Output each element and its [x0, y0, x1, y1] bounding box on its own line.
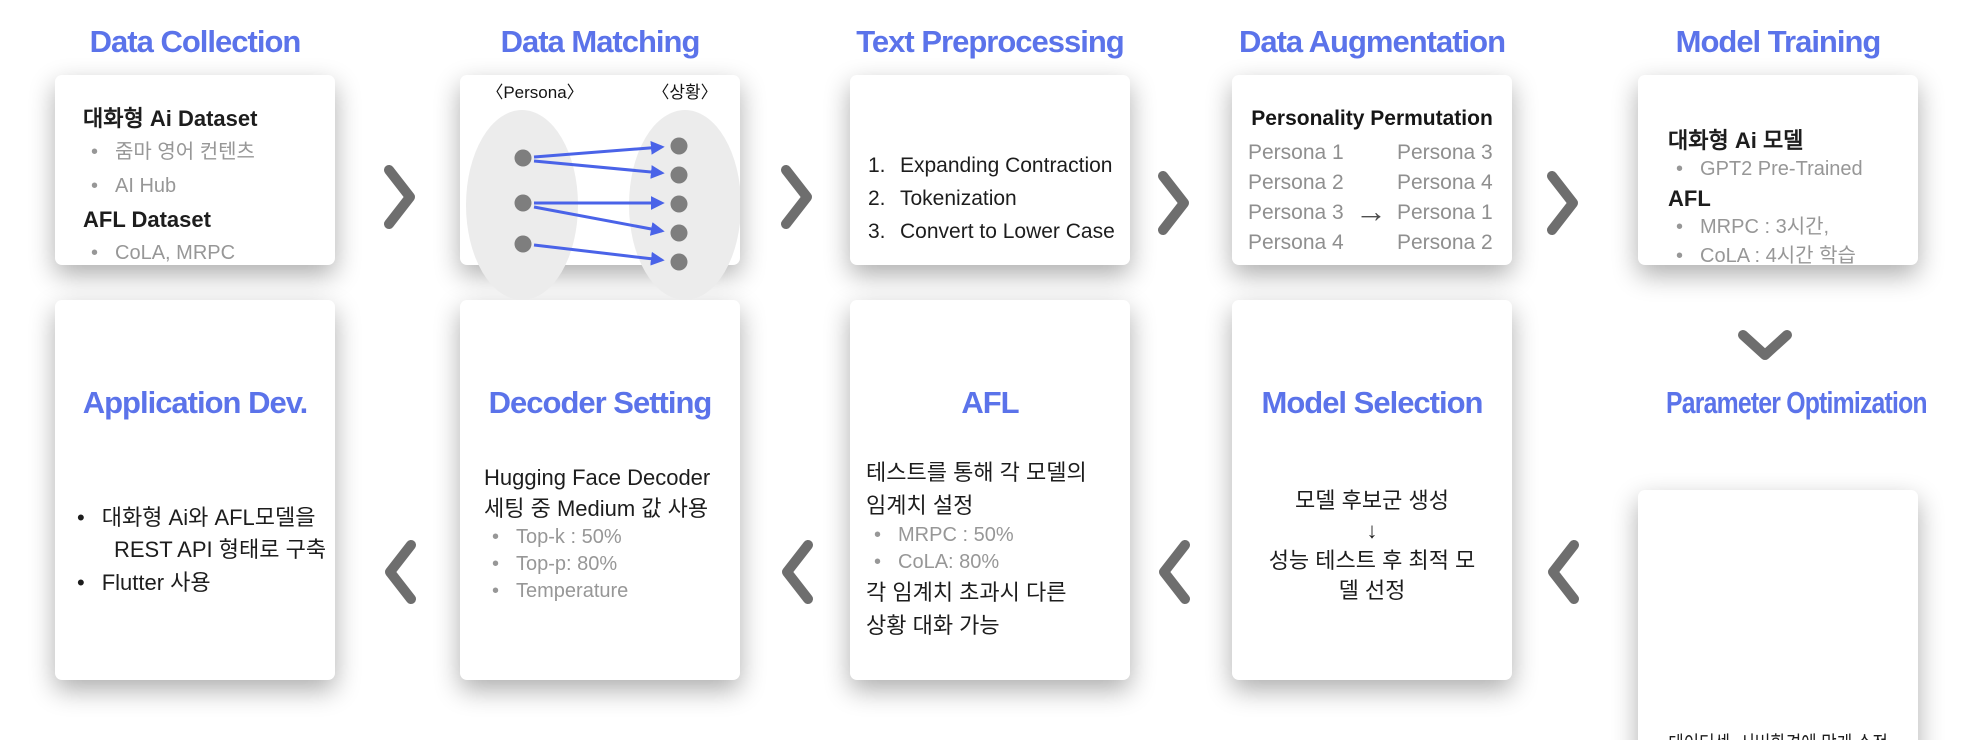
step-card-afl: 테스트를 통해 각 모델의 임계치 설정 MRPC : 50% CoLA: 80…: [850, 300, 1130, 680]
flow-chevron-left-icon: [782, 540, 813, 604]
appdev-bullet-continuation: REST API 형태로 구축: [114, 537, 327, 562]
step-title-model-selection: Model Selection: [1261, 385, 1484, 420]
model-bullet: GPT2 Pre-Trained: [1668, 155, 1912, 184]
afl-line: 임계치 설정: [866, 493, 974, 518]
model-bullet: CoLA : 4시간 학습: [1668, 242, 1912, 271]
step-title-text-preprocessing: Text Preprocessing: [856, 24, 1124, 59]
model-heading: 대화형 Ai 모델: [1668, 128, 1804, 153]
afl-line: 상황 대화 가능: [866, 613, 1000, 638]
step-card-model-selection: 모델 후보군 생성 ↓ 성능 테스트 후 최적 모 델 선정: [1232, 300, 1512, 680]
step-title-decoder-setting: Decoder Setting: [488, 385, 713, 420]
afl-bullet: MRPC : 50%: [866, 522, 1126, 549]
model-heading: AFL: [1668, 186, 1711, 211]
decoder-line: Hugging Face Decoder: [484, 465, 711, 490]
step-card-model-training: 대화형 Ai 모델 GPT2 Pre-Trained AFL MRPC : 3시…: [1638, 75, 1918, 267]
flow-chevron-right-icon: [1547, 171, 1578, 235]
persona-set-label: 〈Persona〉: [486, 83, 584, 102]
dataset-bullet: AI Hub: [83, 169, 325, 203]
persona-list-after: Persona 3 Persona 4 Persona 1 Persona 2: [1397, 141, 1493, 254]
flow-chevron-left-icon: [1548, 540, 1579, 604]
persona-node: [514, 149, 532, 167]
down-arrow-glyph: ↓: [1366, 518, 1378, 543]
situation-node: [670, 253, 688, 271]
numbered-item: 2.Tokenization: [868, 187, 1017, 210]
decoder-bullet: Temperature: [484, 578, 736, 605]
model-selection-line: 델 선정: [1338, 578, 1406, 603]
step-title-application-dev: Application Dev.: [82, 385, 309, 420]
decoder-bullet: Top-k : 50%: [484, 524, 736, 551]
afl-bullet: CoLA: 80%: [866, 549, 1126, 576]
numbered-item: 1.Expanding Contraction: [868, 154, 1113, 177]
step-title-data-collection: Data Collection: [89, 24, 302, 59]
step-card-data-augmentation: Personality Permutation Persona 1 Person…: [1232, 75, 1512, 265]
flow-chevron-right-icon: [384, 165, 415, 229]
step-title-model-training: Model Training: [1675, 24, 1882, 59]
dataset-heading: AFL Dataset: [83, 207, 211, 232]
step-title-afl: AFL: [961, 385, 1019, 420]
step-card-data-collection: 대화형 Ai Dataset 줌마 영어 컨텐츠 AI Hub AFL Data…: [55, 75, 335, 265]
appdev-bullet: Flutter 사용: [69, 565, 331, 600]
persona-list-before: Persona 1 Persona 2 Persona 3 Persona 4: [1248, 141, 1344, 254]
flow-chevron-down-icon: [1738, 330, 1792, 360]
situation-set-label: 〈상황〉: [652, 83, 718, 102]
flow-chevron-right-icon: [781, 165, 812, 229]
paramopt-body: 데이터셋, 서버환경에 맞게 수정: [1650, 728, 1906, 740]
step-title-data-matching: Data Matching: [500, 24, 701, 59]
step-title-parameter-optimization: Parameter Optimization: [1666, 385, 1928, 420]
flow-chevron-right-icon: [1158, 171, 1189, 235]
appdev-bullet: 대화형 Ai와 AFL모델을: [69, 501, 331, 534]
numbered-item: 3.Convert to Lower Case: [868, 220, 1115, 243]
model-selection-line: 성능 테스트 후 최적 모: [1268, 548, 1476, 573]
step-title-data-augmentation: Data Augmentation: [1238, 24, 1506, 59]
permutation-subtitle: Personality Permutation: [1251, 107, 1493, 130]
step-card-decoder-setting: Hugging Face Decoder 세팅 중 Medium 값 사용 To…: [460, 300, 740, 680]
step-card-application-dev: 대화형 Ai와 AFL모델을 REST API 형태로 구축 Flutter 사…: [55, 300, 335, 680]
afl-line: 각 임계치 초과시 다른: [866, 580, 1067, 605]
permutation-arrow: →: [1355, 193, 1387, 229]
flow-chevron-left-icon: [1159, 540, 1190, 604]
afl-line: 테스트를 통해 각 모델의: [866, 460, 1087, 485]
dataset-bullet: 줌마 영어 컨텐츠: [83, 135, 325, 169]
persona-situation-matching-graphic: [466, 110, 740, 300]
situation-node: [670, 224, 688, 242]
step-card-parameter-optimization: 데이터셋, 서버환경에 맞게 수정: [1638, 490, 1918, 740]
model-selection-line: 모델 후보군 생성: [1295, 488, 1449, 513]
situation-node: [670, 166, 688, 184]
situation-node: [670, 195, 688, 213]
dataset-bullet: CoLA, MRPC: [83, 236, 325, 270]
model-bullet: MRPC : 3시간,: [1668, 213, 1912, 242]
persona-node: [514, 194, 532, 212]
dataset-heading: 대화형 Ai Dataset: [83, 106, 258, 131]
step-card-text-preprocessing: 1.Expanding Contraction 2.Tokenization 3…: [850, 75, 1130, 265]
decoder-line: 세팅 중 Medium 값 사용: [484, 496, 709, 521]
persona-node: [514, 235, 532, 253]
situation-node: [670, 137, 688, 155]
flow-chevron-left-icon: [385, 540, 416, 604]
decoder-bullet: Top-p: 80%: [484, 551, 736, 578]
